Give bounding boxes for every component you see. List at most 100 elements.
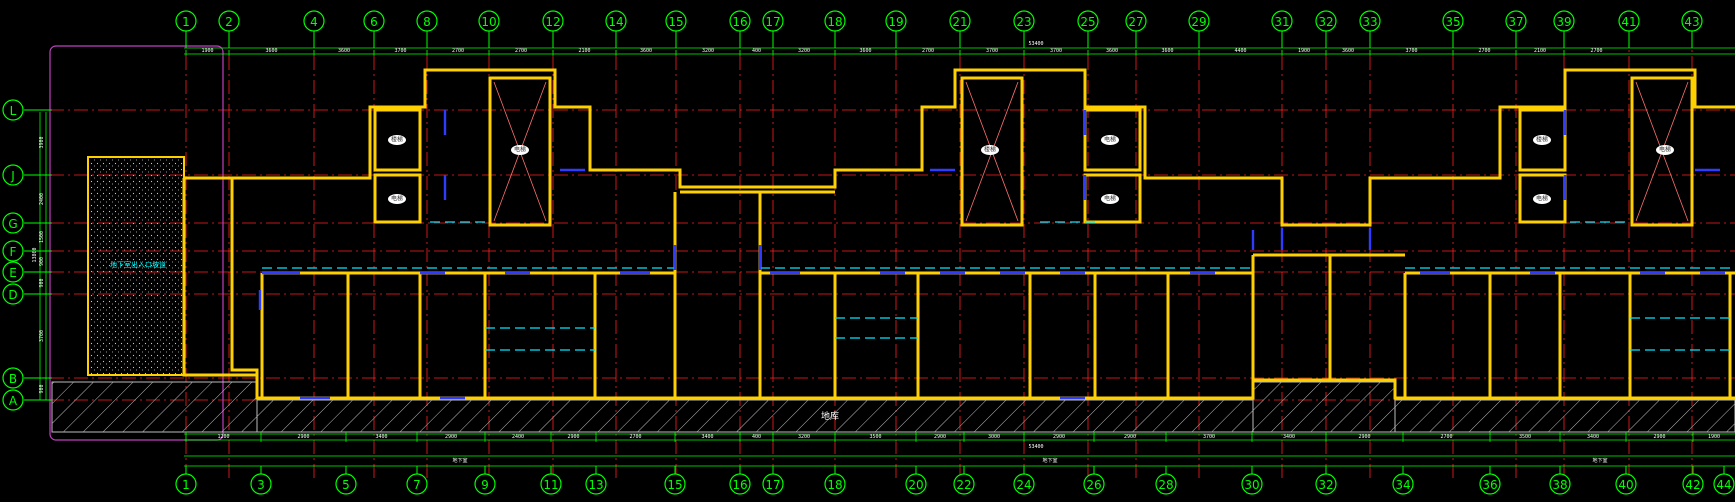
axis-bottom-1: 1 (175, 473, 197, 495)
dim-bottom-label: 400 (752, 434, 761, 440)
dim-top-label: 3200 (702, 48, 714, 54)
dim-top-label: 3600 (1342, 48, 1354, 54)
axis-label: 16 (732, 478, 747, 492)
dim-bottom-label: 2400 (512, 434, 524, 440)
dim-bottom-label: 1200 (217, 434, 229, 440)
axis-label: 2 (225, 15, 233, 29)
axis-bottom-15: 15 (664, 473, 686, 495)
axis-label: 15 (667, 478, 682, 492)
axis-label: 1 (182, 478, 190, 492)
axis-top-23: 23 (1013, 10, 1035, 32)
axis-bottom-40: 40 (1615, 473, 1637, 495)
axis-top-35: 35 (1442, 10, 1464, 32)
dim-bottom-label: 1900 (1708, 434, 1720, 440)
dim-top-label: 2700 (1478, 48, 1490, 54)
axis-top-17: 17 (762, 10, 784, 32)
dim-top-label: 3700 (1050, 48, 1062, 54)
axis-top-6: 6 (363, 10, 385, 32)
axis-left-G: G (2, 212, 24, 234)
axis-label: 36 (1482, 478, 1497, 492)
axis-label: 43 (1684, 15, 1699, 29)
room-tag-text: 电梯 (391, 195, 403, 203)
room-tag-text: 电梯 (1659, 146, 1671, 154)
axis-label: 19 (888, 15, 903, 29)
dim-top-label: 2700 (922, 48, 934, 54)
dim-top-label: 3600 (1161, 48, 1173, 54)
axis-label: 6 (370, 15, 378, 29)
axis-label: 39 (1556, 15, 1571, 29)
axis-label: 17 (765, 478, 780, 492)
axis-top-16: 16 (729, 10, 751, 32)
axis-top-12: 12 (542, 10, 564, 32)
axis-label: 42 (1685, 478, 1700, 492)
axis-label: 35 (1445, 15, 1460, 29)
axis-label: 18 (827, 15, 842, 29)
dim-bottom-label: 2900 (1124, 434, 1136, 440)
axis-label: 28 (1158, 478, 1173, 492)
axis-top-29: 29 (1188, 10, 1210, 32)
axis-label: 32 (1318, 478, 1333, 492)
axis-label: D (8, 288, 17, 302)
axis-label: 24 (1016, 478, 1031, 492)
axis-top-18: 18 (824, 10, 846, 32)
horizontal-grid-lines (26, 109, 1735, 401)
axis-label: 23 (1016, 15, 1031, 29)
axis-bottom-9: 9 (474, 473, 496, 495)
axis-bottom-30: 30 (1241, 473, 1263, 495)
axis-bottom-22: 22 (953, 473, 975, 495)
room-tag-text: 电梯 (1104, 136, 1116, 144)
dimension-lines (39, 47, 1735, 467)
dim-left-total: 13800 (32, 247, 38, 262)
axis-top-15: 15 (665, 10, 687, 32)
axis-bottom-42: 42 (1682, 473, 1704, 495)
axis-label: 13 (588, 478, 603, 492)
axis-bottom-38: 38 (1549, 473, 1571, 495)
axis-left-E: E (2, 261, 24, 283)
dim-bottom-total: 53400 (1028, 444, 1043, 450)
room-tag-bubble (388, 135, 406, 145)
room-tag-bubble (981, 145, 999, 155)
basement-hatch (51, 381, 1735, 433)
dim-top-label: 3600 (265, 48, 277, 54)
dim-bottom-label: 3400 (1283, 434, 1295, 440)
axis-label: 9 (481, 478, 489, 492)
axis-label: 27 (1128, 15, 1143, 29)
dim-top-label: 3700 (1405, 48, 1417, 54)
room-tag-text: 楼梯 (391, 136, 403, 144)
axis-top-4: 4 (303, 10, 325, 32)
axis-label: 37 (1508, 15, 1523, 29)
axis-label: 31 (1274, 15, 1289, 29)
room-tag-text: 楼梯 (1536, 136, 1548, 144)
axis-label: 20 (908, 478, 923, 492)
axis-label: E (9, 266, 17, 280)
room-tag-bubble (388, 194, 406, 204)
axis-label: 21 (952, 15, 967, 29)
axis-label: 30 (1244, 478, 1259, 492)
dim-bottom-label: 2900 (445, 434, 457, 440)
axis-top-33: 33 (1359, 10, 1381, 32)
axis-label: F (10, 245, 17, 259)
axis-label: 29 (1191, 15, 1206, 29)
dim-top-label: 1900 (201, 48, 213, 54)
room-tag-bubble (1101, 135, 1119, 145)
axis-top-14: 14 (605, 10, 627, 32)
axis-bottom-26: 26 (1083, 473, 1105, 495)
room-tag-text: 电梯 (1536, 195, 1548, 203)
dim-left-label: 900 (39, 278, 45, 287)
dim-left-label: 900 (39, 384, 45, 393)
axis-bottom-28: 28 (1155, 473, 1177, 495)
room-tag-bubble (1533, 135, 1551, 145)
dim-top-label: 1900 (1298, 48, 1310, 54)
axis-label: 38 (1552, 478, 1567, 492)
axis-label: 4 (310, 15, 318, 29)
axis-label: 22 (956, 478, 971, 492)
axis-label: 7 (413, 478, 421, 492)
axis-bottom-34: 34 (1392, 473, 1414, 495)
dim-top-label: 3700 (394, 48, 406, 54)
axis-bottom-44: 44 (1713, 473, 1735, 495)
dim-bottom-label: 3500 (1519, 434, 1531, 440)
axis-bottom-11: 11 (540, 473, 562, 495)
